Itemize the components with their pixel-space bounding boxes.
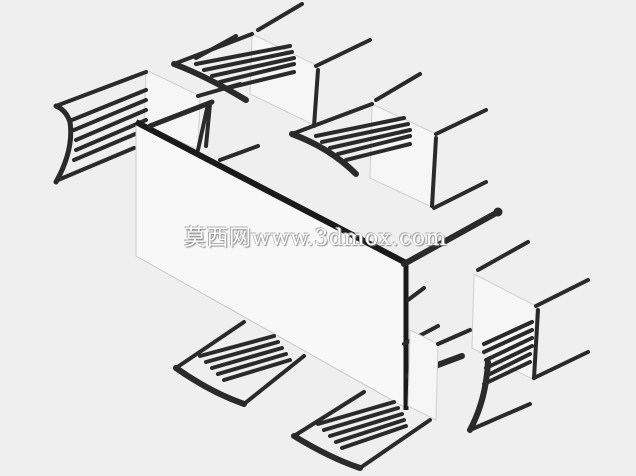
chair-back bbox=[291, 390, 432, 471]
chair-legs bbox=[436, 328, 472, 346]
chair-seat-panel bbox=[407, 329, 439, 421]
chair-back bbox=[467, 320, 534, 433]
chair-lower-middle bbox=[291, 328, 472, 471]
chair-lower-left bbox=[173, 320, 306, 407]
watermark-text: 莫西网www.3dmox.com bbox=[184, 226, 447, 251]
table-top-edge bbox=[134, 119, 410, 267]
chair-top bbox=[171, 2, 372, 128]
chair-right-upper bbox=[289, 72, 488, 210]
chair-back bbox=[173, 320, 306, 407]
chair-back bbox=[289, 102, 412, 177]
chair-back bbox=[53, 70, 148, 185]
chair-right-lower bbox=[467, 240, 590, 433]
chair-legs bbox=[476, 240, 590, 380]
chair-upper-left bbox=[53, 69, 242, 185]
chair-legs bbox=[374, 72, 488, 210]
chair-legs bbox=[194, 2, 372, 128]
